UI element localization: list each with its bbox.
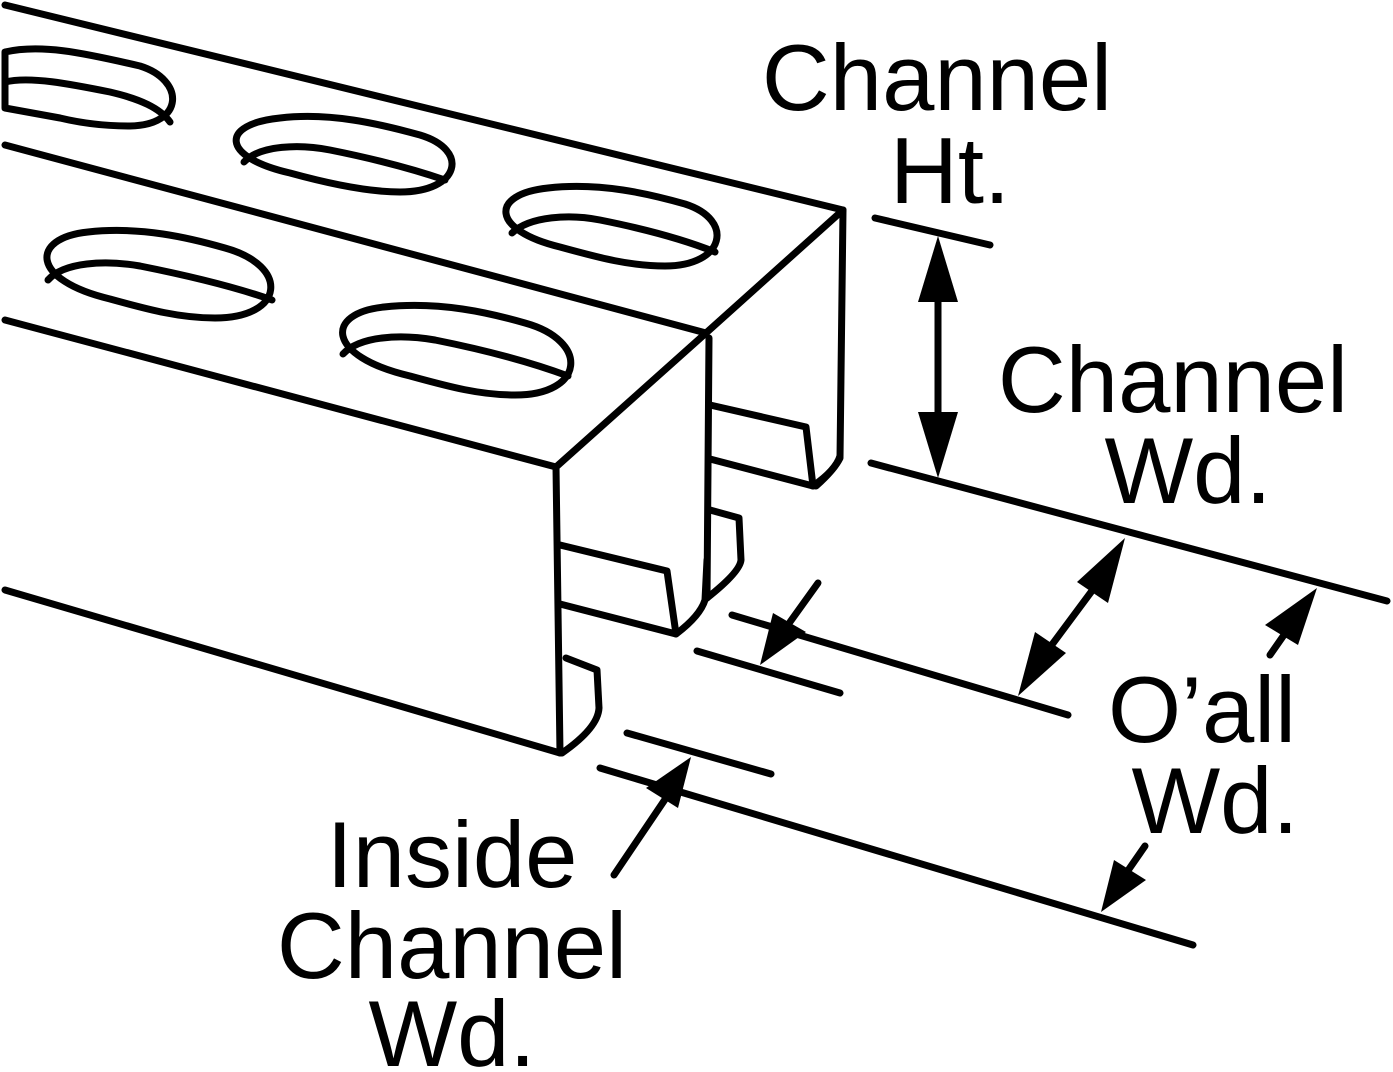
label-inside-wd-line3: Wd. bbox=[368, 981, 535, 1072]
slot-front-2 bbox=[339, 301, 575, 399]
arrow-inside-top-shaft bbox=[786, 579, 822, 626]
dimension-arrows bbox=[610, 236, 1317, 912]
slot-top-3 bbox=[502, 182, 721, 270]
label-oall-wd-line2: Wd. bbox=[1131, 748, 1298, 853]
label-inside-wd-line1: Inside bbox=[327, 802, 578, 907]
top-back-edge bbox=[1, 1, 847, 214]
extension-lines bbox=[596, 214, 1391, 949]
slot-top-2-inner bbox=[240, 143, 449, 184]
front-upper-edge bbox=[1, 316, 560, 471]
upper-lip bbox=[706, 401, 817, 490]
ext-channel-ht-bottom bbox=[867, 459, 1391, 605]
label-channel-ht-line1: Channel bbox=[762, 25, 1112, 130]
label-channel-wd-line1: Channel bbox=[998, 327, 1348, 432]
front-slots bbox=[43, 226, 575, 399]
labels: Channel Ht. Channel Wd. O’all Wd. Inside… bbox=[277, 25, 1348, 1072]
near-wall-inner bbox=[558, 654, 603, 757]
slot-front-2-inner bbox=[339, 333, 572, 380]
slot-front-1 bbox=[43, 226, 275, 322]
arrow-channel-ht-head-down bbox=[918, 412, 958, 478]
front-end-top-edge bbox=[552, 329, 710, 471]
arrow-oall-lower-head bbox=[1101, 860, 1146, 912]
top-slots bbox=[1, 45, 721, 270]
slot-top-3-inner bbox=[508, 213, 719, 256]
channel-body bbox=[1, 1, 847, 757]
arrow-channel-ht-head-up bbox=[918, 236, 958, 302]
lower-lip-curl bbox=[672, 556, 711, 638]
top-front-edge bbox=[1, 141, 710, 337]
top-end-edge bbox=[702, 206, 847, 337]
label-channel-wd-line2: Wd. bbox=[1104, 418, 1271, 523]
lower-lip bbox=[556, 541, 680, 638]
arrow-channel-wd-head-up bbox=[1077, 538, 1125, 603]
arrow-oall-upper-head bbox=[1265, 588, 1317, 645]
arrow-inside-leader-head bbox=[646, 757, 691, 808]
upper-lip-curl bbox=[809, 452, 844, 490]
slot-front-1-inner bbox=[44, 259, 276, 304]
far-wall bbox=[812, 206, 847, 490]
slot-top-1-inner bbox=[1, 76, 174, 126]
arrow-inside-top-head bbox=[760, 613, 806, 665]
label-inside-wd-line2: Channel bbox=[277, 893, 627, 998]
mid-wall bbox=[703, 334, 713, 602]
ext-oall-bottom bbox=[596, 764, 1197, 949]
near-wall bbox=[552, 463, 564, 757]
arrow-inside-leader-shaft bbox=[610, 791, 672, 879]
ext-inside-wd-a bbox=[623, 729, 775, 778]
label-channel-ht-line2: Ht. bbox=[890, 118, 1010, 223]
arrow-channel-wd-head-down bbox=[1018, 632, 1066, 696]
mid-wall-inner bbox=[703, 506, 745, 602]
ext-channel-ht-top bbox=[871, 214, 994, 249]
ext-inside-wd-top bbox=[693, 647, 844, 697]
front-lower-edge bbox=[1, 586, 564, 757]
label-oall-wd-line1: O’all bbox=[1108, 657, 1296, 762]
